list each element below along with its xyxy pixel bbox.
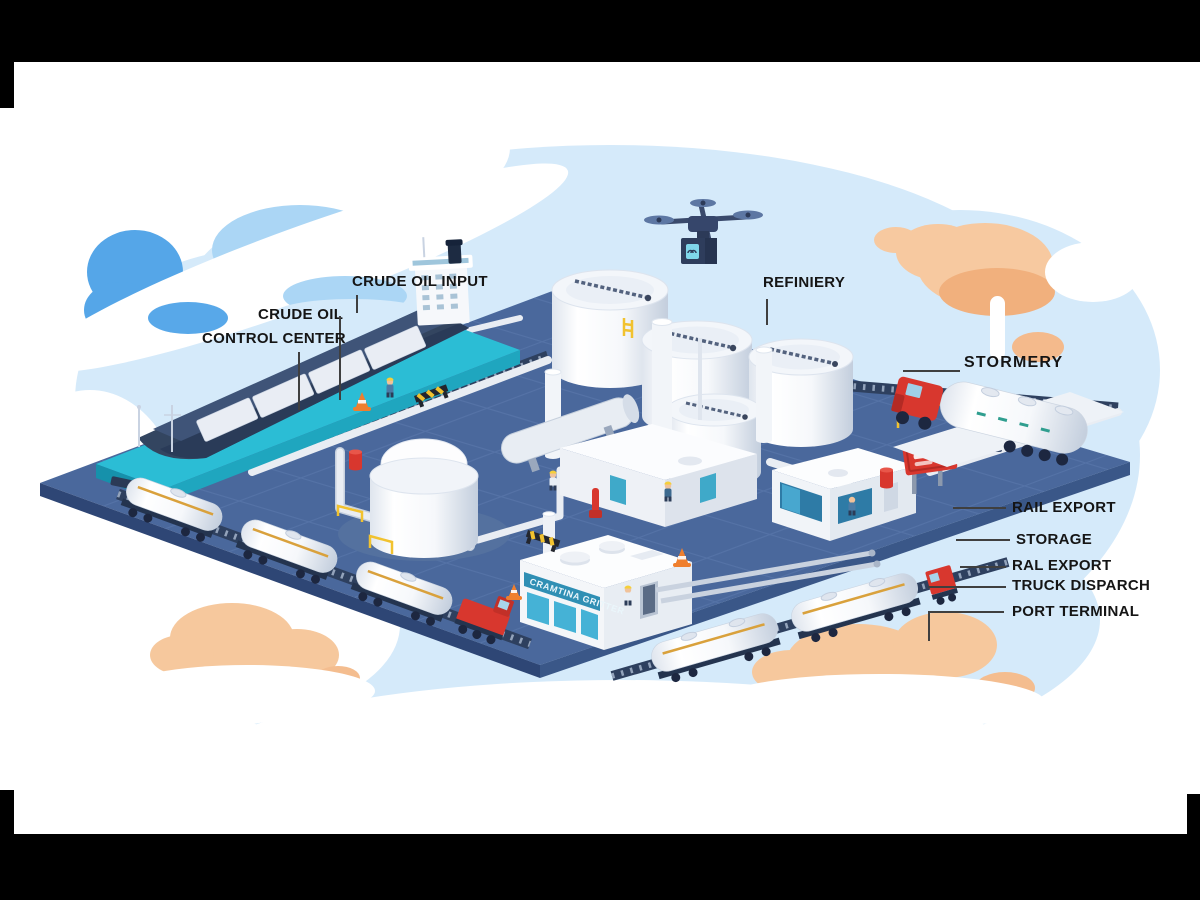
storage-tank — [748, 338, 854, 447]
office-building — [772, 448, 916, 541]
red-barrels — [349, 449, 893, 518]
heat-exchanger — [501, 394, 640, 473]
worker-figure — [848, 496, 856, 516]
leader-truck-disparch — [928, 586, 1006, 588]
leader-port-terminal — [928, 611, 1004, 613]
traffic-cones — [353, 392, 691, 600]
refinery-building — [501, 318, 773, 527]
hazard-barriers — [414, 384, 561, 553]
control-center-building: CRAMTINA GRITTER — [520, 511, 881, 650]
leader-stormery — [903, 370, 960, 372]
red-locomotive — [454, 596, 514, 645]
tanker-railcar — [791, 573, 921, 643]
tanker-truck — [891, 376, 1124, 467]
label-stormery: STORMERY — [964, 354, 1064, 371]
clouds-orange — [119, 223, 1141, 730]
leader-crude-oil-input — [356, 295, 358, 313]
worker-figure — [664, 481, 672, 502]
workers — [386, 377, 856, 606]
storage-tank — [551, 269, 669, 388]
leader-ral-export — [960, 566, 1006, 568]
worker-figure — [624, 585, 632, 606]
letterbox-top-bar — [0, 0, 1200, 62]
letterbox-right-bottom-tab — [1187, 794, 1200, 834]
worker-figure — [386, 377, 394, 398]
worker-figure — [549, 470, 557, 491]
label-refiniery: REFINIERY — [763, 274, 846, 291]
clouds-blue — [31, 163, 569, 373]
leader-refiniery — [766, 299, 768, 325]
cargo-ship — [137, 237, 473, 460]
label-port-terminal: PORT TERMINAL — [1012, 603, 1140, 620]
label-rail-export: RAIL EXPORT — [1012, 499, 1116, 516]
tanker-railcar — [235, 519, 338, 584]
delivery-drone — [644, 199, 763, 264]
tanker-railcar — [120, 477, 223, 542]
tanker-railcar — [651, 613, 781, 683]
leader-control-center — [298, 352, 300, 410]
label-crude-oil: CRUDE OIL — [258, 306, 344, 323]
letterbox-bottom-bar — [0, 834, 1200, 900]
leader-crude-oil — [339, 316, 341, 400]
label-crude-oil-input: CRUDE OIL INPUT — [352, 273, 488, 290]
label-ral-export: RAL EXPORT — [1012, 557, 1112, 574]
letterbox-left-top-tab — [0, 62, 14, 108]
train-upper — [120, 477, 514, 645]
label-storage: STORAGE — [1016, 531, 1093, 548]
ship-superstructure — [408, 237, 473, 326]
label-truck-disparch: TRUCK DISPARCH — [1012, 577, 1151, 594]
tanker-railcar — [350, 561, 453, 626]
letterbox-left-bottom-tab — [0, 790, 14, 834]
leader-storage — [956, 539, 1010, 541]
dome-storage-tank — [369, 438, 479, 558]
leader-port-terminal-elbow — [928, 611, 930, 641]
label-control-center: CONTROL CENTER — [202, 330, 346, 347]
leader-rail-export — [953, 507, 1006, 509]
